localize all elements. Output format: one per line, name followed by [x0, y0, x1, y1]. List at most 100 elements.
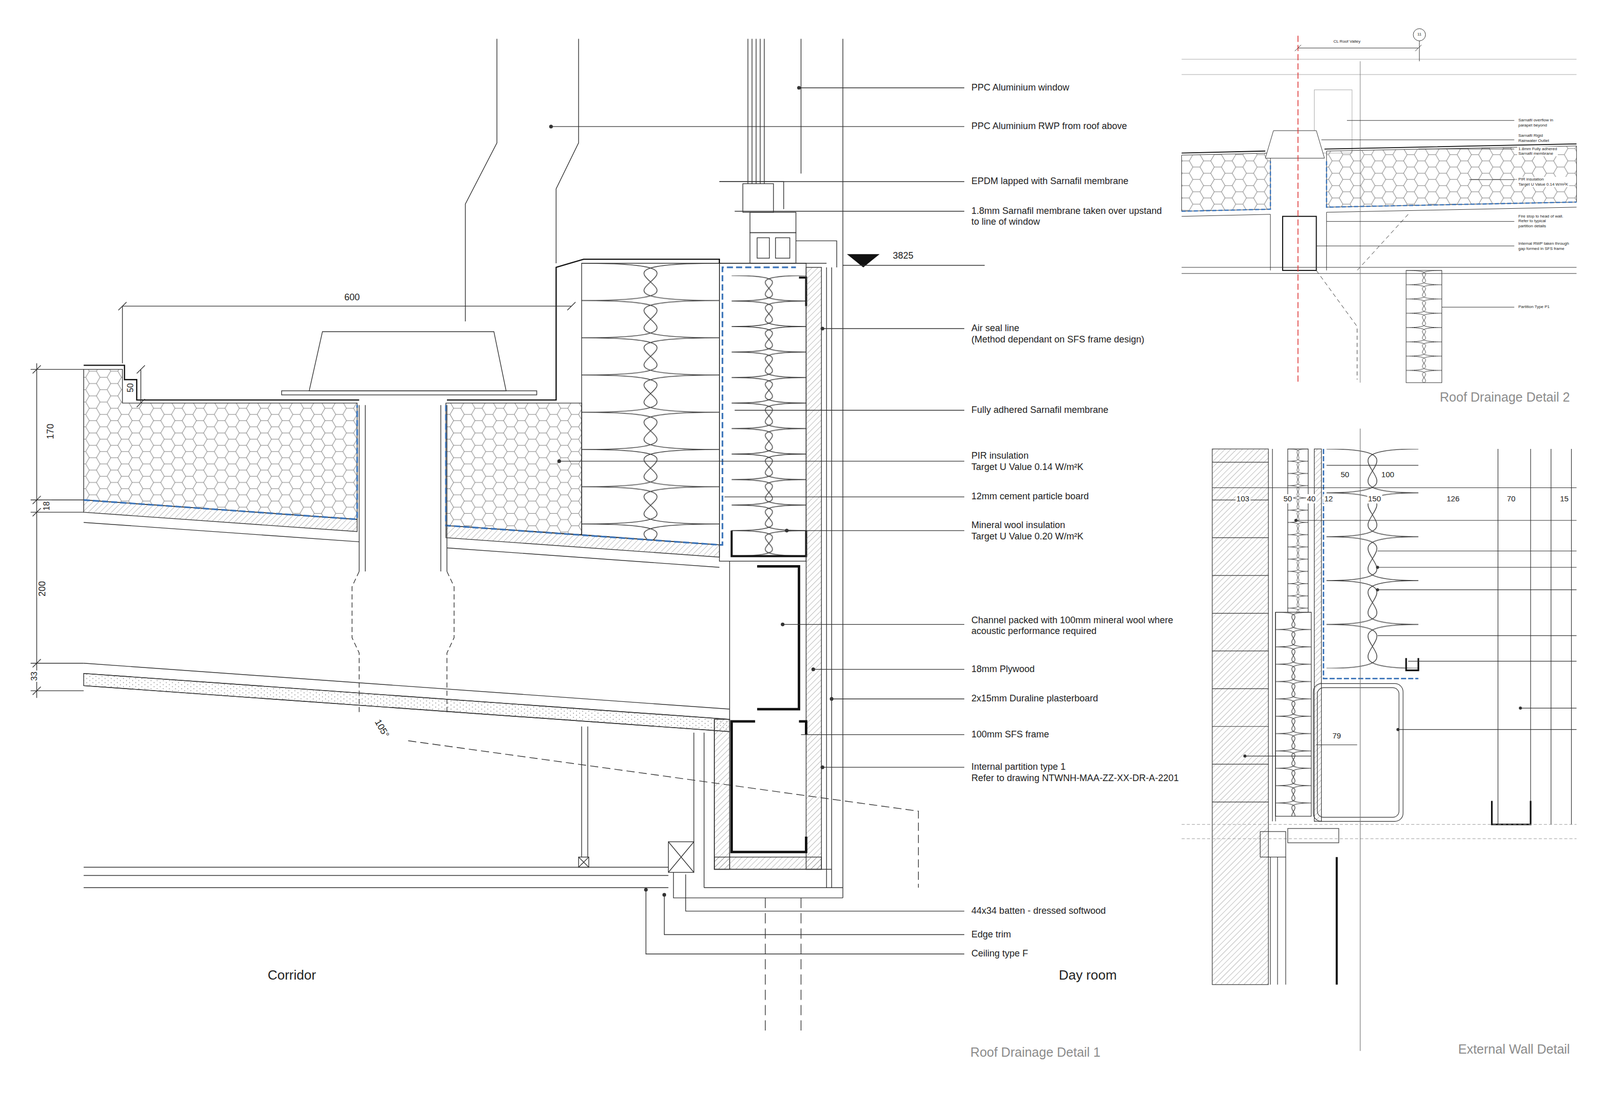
- text-line: Target U Value 0.14 W/m²K: [971, 461, 1084, 474]
- sfs-frame: [1317, 687, 1399, 818]
- dimension: 79: [1331, 731, 1343, 741]
- slab-line: [83, 685, 730, 732]
- leader-line: [549, 85, 834, 897]
- leader-line: [549, 85, 965, 955]
- text-line: 18mm Plywood: [971, 663, 1035, 676]
- text-line: 79: [1332, 731, 1342, 741]
- dimension-line: [118, 301, 576, 364]
- text-line: acoustic performance required: [971, 625, 1174, 638]
- rainwater-pipe: [555, 39, 579, 264]
- text-line: 170: [45, 423, 57, 440]
- text-line: Fire stop to head of wall.: [1518, 213, 1563, 220]
- cavity-insulation: [1287, 448, 1309, 613]
- text-line: (Method dependant on SFS frame design): [971, 334, 1145, 346]
- dimension: 50: [125, 382, 136, 394]
- text-line: PPC Aluminium window: [971, 82, 1070, 94]
- air-seal-line: [1323, 448, 1419, 679]
- text-line: Rainwater Outlet: [1518, 138, 1550, 144]
- sfs-line: [1270, 212, 1327, 271]
- window-frame: [775, 237, 790, 259]
- air-seal-line: [83, 405, 358, 520]
- sfs-frame: [719, 263, 807, 562]
- pir-insulation: [445, 403, 582, 535]
- leader-line: [550, 87, 965, 955]
- outlet-pipe-hidden: [351, 571, 454, 713]
- text-line: CL Roof Valley: [1333, 39, 1361, 45]
- leader-line: [662, 893, 667, 897]
- cavity-insulation: [1275, 612, 1311, 817]
- text-line: 600: [344, 292, 360, 304]
- callout-text: PIR insulation Target U Value 0.14 W/m²K: [1517, 176, 1570, 187]
- text-line: 103: [1236, 494, 1250, 504]
- dimension: 70: [1505, 494, 1517, 504]
- partition-line: [693, 732, 705, 889]
- text-line: partition details: [1518, 223, 1563, 229]
- window-head: [1260, 831, 1286, 858]
- text-line: 50: [1340, 470, 1350, 480]
- callout-text: Internal RWP taken through gap formed in…: [1517, 241, 1570, 251]
- datum-line: [1181, 824, 1577, 839]
- ceiling-line: [83, 867, 669, 889]
- text-line: 1.8mm Sarnafil membrane taken over upsta…: [971, 205, 1162, 218]
- dimension: 15: [1558, 494, 1570, 504]
- level-mark: 3825: [891, 250, 915, 262]
- callout-text: Edge trim: [970, 929, 1013, 941]
- sfs-channel: [731, 566, 807, 853]
- text-line: 150: [1368, 494, 1381, 504]
- text-line: to line of window: [971, 216, 1162, 228]
- sfs-channel: [1491, 801, 1531, 825]
- setting-out-line: [408, 741, 919, 889]
- text-line: 2x15mm Duraline plasterboard: [971, 693, 1099, 705]
- text-line: PIR insulation: [971, 450, 1084, 462]
- deck-line: [446, 548, 720, 568]
- callout-text: 100mm SFS frame: [970, 729, 1051, 741]
- text-line: 100mm SFS frame: [971, 729, 1050, 741]
- pir-insulation: [1181, 153, 1271, 212]
- grid-line: [1181, 59, 1577, 75]
- grid-line: [1359, 428, 1361, 1051]
- dimension: 100: [1380, 470, 1396, 480]
- callout-text: PPC Aluminium RWP from roof above: [970, 120, 1128, 133]
- text-line: Corridor: [267, 967, 316, 984]
- brick-course: [1212, 462, 1269, 803]
- text-line: Refer to drawing NTWNH-MAA-ZZ-XX-DR-A-22…: [971, 772, 1179, 785]
- leader-line: [1316, 120, 1515, 308]
- text-line: Sarnafil overflow in: [1518, 117, 1554, 123]
- callout-text: 18mm Plywood: [970, 663, 1036, 676]
- text-line: External Wall Detail: [1458, 1041, 1570, 1057]
- text-line: Day room: [1058, 967, 1118, 984]
- text-line: 40: [1306, 494, 1316, 504]
- leader-line: [1316, 120, 1515, 308]
- leader-line: [1243, 754, 1247, 758]
- text-line: Internal RWP taken through: [1518, 241, 1569, 247]
- text-line: PIR insulation: [1518, 176, 1569, 183]
- callout-text: Fire stop to head of wall. Refer to typi…: [1517, 213, 1564, 229]
- text-line: Edge trim: [971, 929, 1012, 941]
- leader-line: [820, 765, 825, 770]
- outlet-pipe: [1282, 216, 1317, 271]
- window-head: [1287, 828, 1339, 843]
- dimension: 18: [42, 500, 52, 512]
- sheathing: [1314, 448, 1322, 822]
- text-line: Sarnafil Rigid: [1518, 133, 1550, 139]
- edge-trim: [673, 872, 843, 898]
- text-line: 105°: [371, 717, 391, 740]
- batten: [668, 841, 695, 873]
- plywood: [805, 267, 822, 870]
- text-line: 18: [42, 501, 52, 511]
- callout-text: Channel packed with 100mm mineral wool w…: [970, 615, 1175, 638]
- window-frame: [749, 232, 796, 264]
- callout-text: Air seal line (Method dependant on SFS f…: [970, 322, 1146, 346]
- hanger-block: [578, 857, 589, 868]
- dimension: 170: [45, 422, 57, 441]
- leader-line: [784, 528, 789, 533]
- mineral-wool: [581, 263, 720, 546]
- callout-text: Sarnafil Rigid Rainwater Outlet: [1517, 133, 1551, 143]
- dimension: 200: [37, 580, 49, 598]
- text-line: 70: [1506, 494, 1516, 504]
- rainwater-outlet: [309, 331, 507, 391]
- centre-line: [1297, 36, 1299, 384]
- plasterboard-hatch: [714, 857, 822, 870]
- leader-line: [780, 622, 785, 627]
